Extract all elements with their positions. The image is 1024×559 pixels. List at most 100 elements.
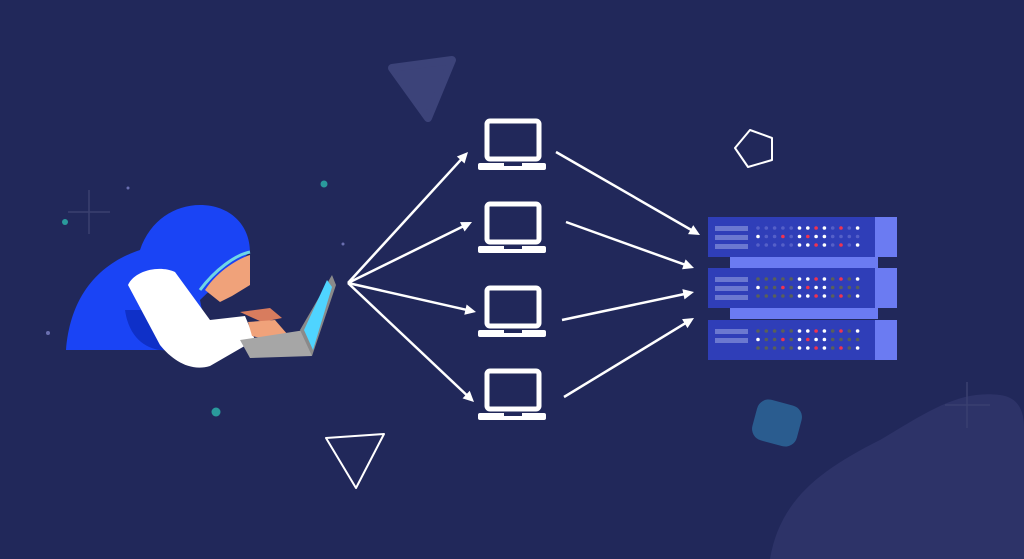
arrow-to-laptop-1 (347, 152, 468, 284)
status-led (797, 243, 802, 247)
status-led (847, 285, 852, 290)
background-decorations (46, 56, 1024, 559)
triangle-outline-shape (325, 433, 385, 489)
status-led (847, 329, 852, 333)
status-led (814, 243, 818, 247)
status-led (772, 243, 777, 247)
status-led (806, 234, 810, 239)
status-led (855, 329, 860, 333)
target-server (708, 217, 897, 360)
arrow-to-server-4 (563, 318, 694, 399)
status-led (797, 285, 802, 290)
status-led (789, 294, 793, 298)
attack-arrows (347, 150, 700, 402)
status-led (814, 234, 818, 239)
laptop-icon (478, 368, 546, 420)
status-led (789, 243, 793, 247)
laptop-icon (478, 201, 546, 253)
status-led (772, 346, 777, 350)
status-led (789, 226, 793, 230)
status-led (830, 243, 835, 247)
status-led (756, 243, 760, 247)
status-led (756, 346, 760, 350)
face (205, 255, 250, 302)
status-led (839, 234, 843, 239)
status-led (814, 329, 818, 333)
status-led (781, 243, 785, 247)
arrow-to-server-1 (555, 150, 700, 235)
hacker-figure (66, 205, 336, 368)
status-led (822, 329, 827, 333)
triangle-shape (388, 56, 456, 122)
status-led (839, 294, 843, 298)
status-led (772, 277, 777, 281)
status-led (839, 243, 843, 247)
status-led (814, 285, 818, 290)
status-led (764, 234, 769, 239)
status-led (847, 243, 852, 247)
bot-laptops (478, 118, 546, 420)
server-unit-1 (708, 217, 897, 257)
status-led (797, 226, 802, 230)
status-led (822, 277, 827, 281)
arrow-to-server-3 (561, 289, 694, 322)
status-led (855, 285, 860, 290)
status-led (797, 234, 802, 239)
server-unit-2 (708, 268, 897, 308)
status-led (822, 346, 827, 350)
status-led (847, 346, 852, 350)
laptop-icon (478, 285, 546, 337)
status-led (781, 234, 785, 239)
status-led (781, 226, 785, 230)
status-led (839, 337, 843, 342)
pentagon-outline-shape (734, 129, 773, 168)
status-led (839, 285, 843, 290)
status-led (839, 226, 843, 230)
status-led (806, 346, 810, 350)
status-led (772, 234, 777, 239)
status-led (789, 346, 793, 350)
status-led (789, 234, 793, 239)
status-led (830, 337, 835, 342)
status-led (839, 277, 843, 281)
plus-marks (68, 190, 990, 428)
status-led (764, 243, 769, 247)
status-led (756, 226, 760, 230)
status-led (789, 277, 793, 281)
status-led (830, 226, 835, 230)
status-led (772, 294, 777, 298)
arm-sleeve (128, 268, 255, 368)
status-led (806, 277, 810, 281)
status-led (847, 234, 852, 239)
status-led (764, 329, 769, 333)
status-led (772, 337, 777, 342)
status-led (822, 226, 827, 230)
status-led (830, 285, 835, 290)
status-led (797, 346, 802, 350)
status-led (806, 285, 810, 290)
rounded-square-shape (752, 399, 802, 447)
status-led (764, 285, 769, 290)
status-led (764, 294, 769, 298)
status-led (847, 294, 852, 298)
status-led (830, 234, 835, 239)
laptop-icon (478, 118, 546, 170)
status-led (855, 226, 860, 230)
status-led (764, 277, 769, 281)
status-led (855, 346, 860, 350)
status-led (855, 294, 860, 298)
status-led (797, 294, 802, 298)
status-led (772, 329, 777, 333)
status-led (756, 329, 760, 333)
hand-back (240, 308, 282, 322)
status-led (772, 226, 777, 230)
arrow-to-laptop-3 (347, 281, 476, 315)
status-led (822, 294, 827, 298)
server-connector (730, 307, 878, 319)
status-led (772, 285, 777, 290)
status-led (814, 337, 818, 342)
status-led (789, 337, 793, 342)
status-led (806, 337, 810, 342)
status-led (764, 226, 769, 230)
status-led (855, 337, 860, 342)
